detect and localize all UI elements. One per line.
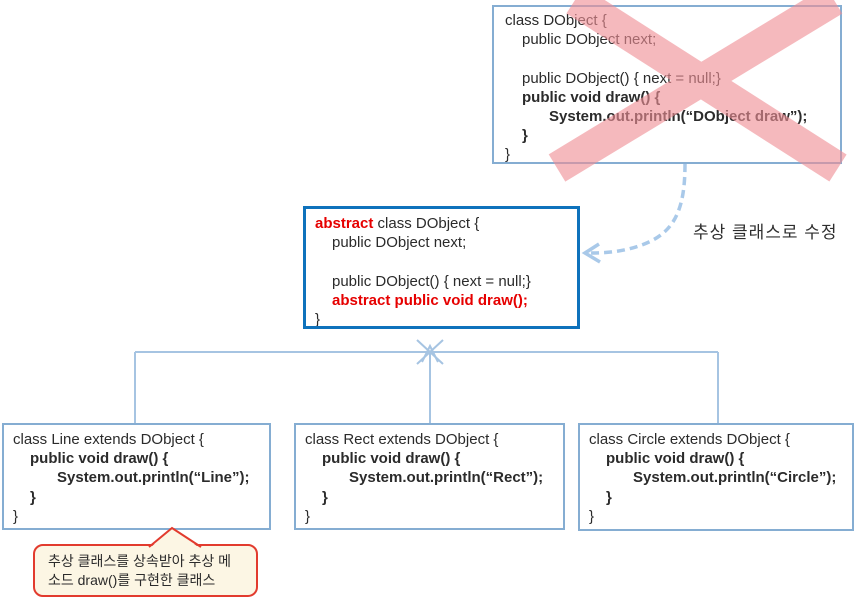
abstract-dobject-class-box: abstract class DObject { public DObject … <box>303 206 580 329</box>
implementation-callout: 추상 클래스를 상속받아 추상 메 소드 draw()를 구현한 클래스 <box>33 544 258 597</box>
code-line: public DObject() { next = null;} <box>332 272 531 290</box>
code-line: abstract class DObject { <box>315 214 577 233</box>
code-line <box>505 49 840 68</box>
code-line: } <box>305 507 311 525</box>
code-line-rest: class DObject { <box>373 215 480 232</box>
code-line: class DObject { <box>505 12 607 29</box>
code-line: } <box>522 127 528 145</box>
code-line: public void draw() { <box>606 450 745 468</box>
code-line: } <box>322 488 328 506</box>
code-line: public void draw() { <box>322 450 461 468</box>
code-line: class Rect extends DObject { <box>305 431 499 448</box>
code-line: public DObject() { next = null;} <box>522 69 721 87</box>
callout-text: 추상 클래스를 상속받아 추상 메 <box>48 553 231 569</box>
code-line: class Line extends DObject { <box>13 431 204 448</box>
code-line: System.out.println(“Circle”); <box>633 469 837 487</box>
code-line <box>315 252 577 271</box>
callout-text: 소드 draw()를 구현한 클래스 <box>48 572 216 588</box>
code-line: class Circle extends DObject { <box>589 431 790 448</box>
code-line: } <box>589 507 595 525</box>
code-line: System.out.println(“DObject draw”); <box>549 107 808 125</box>
abstract-keyword: abstract <box>315 215 374 232</box>
code-line: } <box>30 488 36 506</box>
code-line: public void draw() { <box>30 450 169 468</box>
dobject-class-box: class DObject { public DObject next; pub… <box>492 5 842 164</box>
circle-class-box: class Circle extends DObject { public vo… <box>578 423 854 531</box>
line-class-box: class Line extends DObject { public void… <box>2 423 271 530</box>
revision-arrow <box>581 163 687 264</box>
code-line: } <box>505 146 511 164</box>
code-line: public void draw() { <box>522 88 661 106</box>
revision-arrow-label: 추상 클래스로 수정 <box>693 223 838 242</box>
code-line: System.out.println(“Rect”); <box>349 469 544 487</box>
inheritance-connector-lines <box>134 351 719 423</box>
code-line: System.out.println(“Line”); <box>57 469 250 487</box>
code-line: public DObject next; <box>332 234 467 252</box>
junction-arrowheads-icon <box>416 339 444 365</box>
code-line: } <box>606 488 612 506</box>
abstract-method-line: abstract public void draw(); <box>332 291 528 309</box>
rect-class-box: class Rect extends DObject { public void… <box>294 423 565 530</box>
code-line: public DObject next; <box>522 31 657 49</box>
code-line: } <box>13 507 19 525</box>
code-line: } <box>315 310 321 328</box>
